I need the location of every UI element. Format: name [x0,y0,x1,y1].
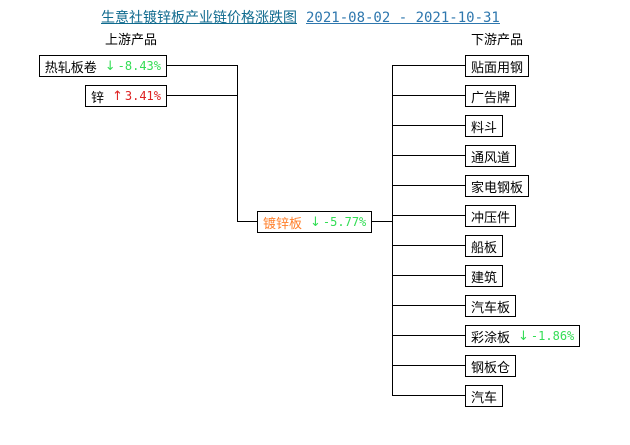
connector-line [392,335,465,336]
connector-line [150,65,237,66]
connector-line [392,95,465,96]
connector-line [392,305,465,306]
connector-line [237,221,257,222]
down-arrow-icon: ↓ [518,328,529,344]
node-zinc[interactable]: 锌 ↑ 3.41% [84,85,167,107]
connector-line [392,65,465,66]
node-label: 家电钢板 [471,180,524,196]
title-date-range: 2021-08-02 - 2021-10-31 [306,10,500,26]
node-construction[interactable]: 建筑 [465,265,504,287]
title-text: 生意社镀锌板产业链价格涨跌图 [101,10,297,26]
connector-line [392,185,465,186]
connector-line [237,65,238,222]
node-label: 料斗 [471,120,498,136]
change-percent: -8.43% [117,59,161,73]
down-arrow-icon: ↓ [104,58,116,74]
downstream-label: 下游产品 [471,33,524,48]
node-label: 船板 [471,240,498,256]
node-ship-plate[interactable]: 船板 [465,235,504,257]
node-automobile[interactable]: 汽车 [465,385,504,407]
node-air-duct[interactable]: 通风道 [465,145,517,167]
node-label: 汽车 [471,390,498,406]
node-label: 钢板仓 [471,360,511,376]
node-label: 锌 [90,90,104,106]
node-label: 镀锌板 [263,216,303,232]
connector-line [392,155,465,156]
node-label: 热轧板卷 [44,60,97,76]
node-label: 建筑 [471,270,498,286]
page-title: 生意社镀锌板产业链价格涨跌图 2021-08-02 - 2021-10-31 [101,7,500,27]
node-hot-rolled-coil[interactable]: 热轧板卷 ↓ -8.43% [38,55,167,77]
node-auto-sheet[interactable]: 汽车板 [465,295,517,317]
node-galvanized-sheet[interactable]: 镀锌板 ↓ -5.77% [257,211,373,233]
node-billboard[interactable]: 广告牌 [465,85,517,107]
node-stamping-parts[interactable]: 冲压件 [465,205,517,227]
change-percent: 3.41% [124,89,161,103]
node-label: 通风道 [471,150,511,166]
node-hopper[interactable]: 料斗 [465,115,504,137]
up-arrow-icon: ↑ [111,88,123,104]
node-label: 贴面用钢 [471,60,524,76]
change-percent: -5.77% [322,215,367,229]
node-label: 汽车板 [471,300,511,316]
node-appliance-steel[interactable]: 家电钢板 [465,175,530,197]
node-steel-silo[interactable]: 钢板仓 [465,355,517,377]
node-color-coated-sheet[interactable]: 彩涂板 ↓ -1.86% [465,325,581,347]
down-arrow-icon: ↓ [310,214,321,230]
upstream-label: 上游产品 [105,33,158,48]
connector-line [392,365,465,366]
connector-line [392,125,465,126]
connector-line [392,245,465,246]
connector-line [392,215,465,216]
node-label: 彩涂板 [471,330,511,346]
connector-line [150,95,237,96]
change-percent: -1.86% [530,329,575,343]
connector-line [392,275,465,276]
node-label: 冲压件 [471,210,511,226]
connector-line [392,395,465,396]
node-label: 广告牌 [471,90,511,106]
node-veneer-steel[interactable]: 贴面用钢 [465,55,530,77]
connector-line [392,65,393,396]
